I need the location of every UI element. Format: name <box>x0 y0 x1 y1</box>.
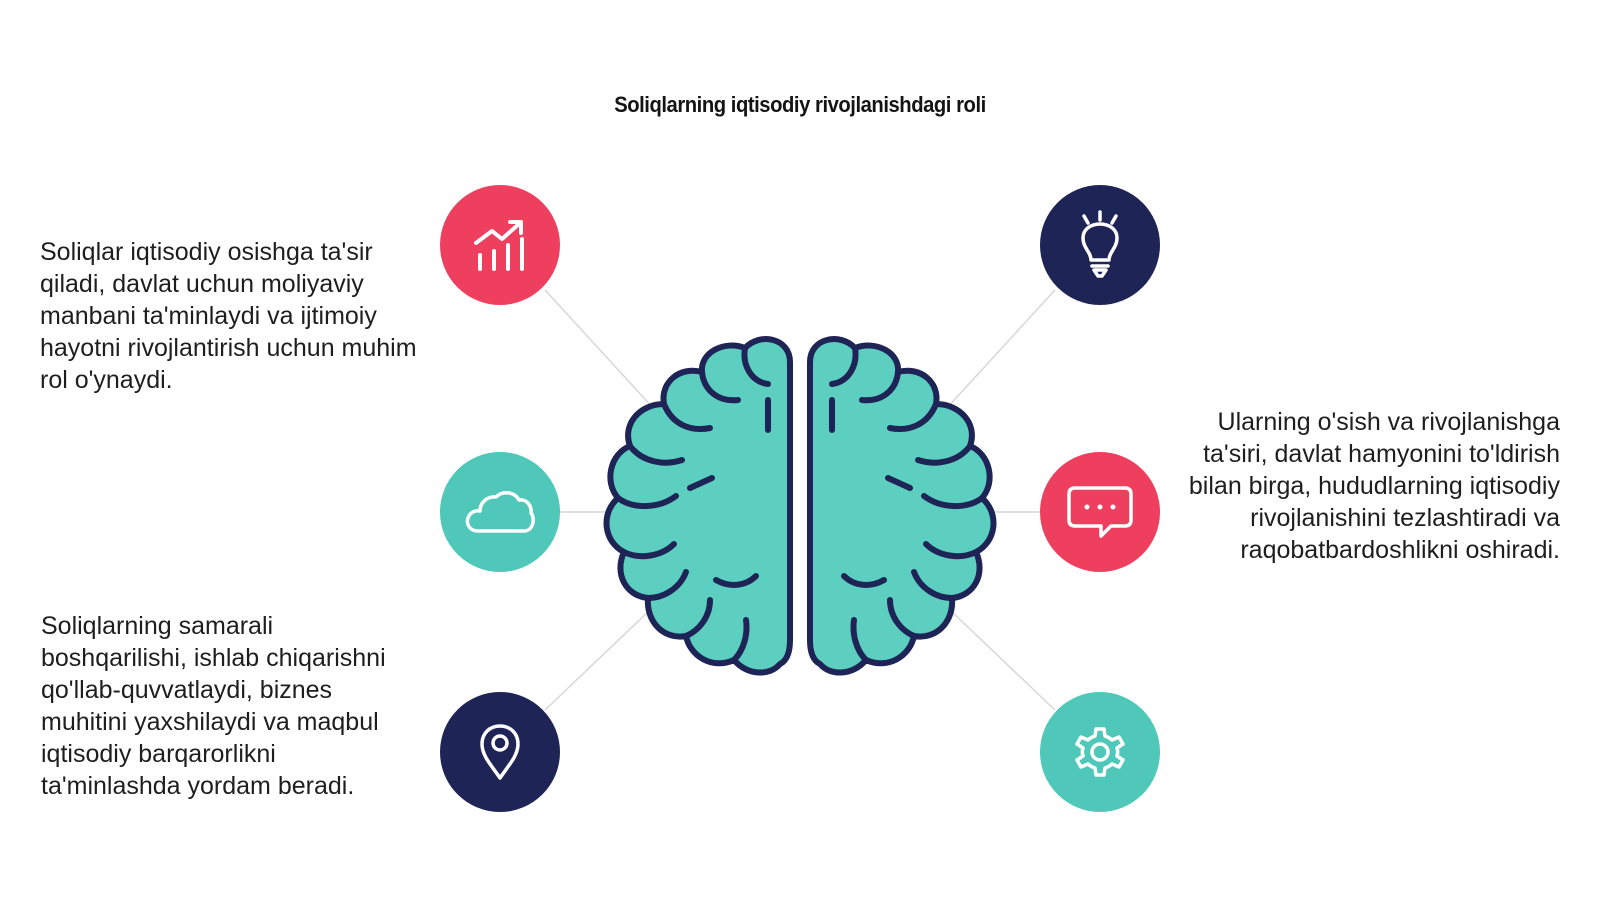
text-right: Ularning o'sish va rivojlanishga ta'siri… <box>1188 408 1560 564</box>
connector-bottom-right <box>949 609 1056 711</box>
location-pin-icon <box>480 724 520 780</box>
location-pin-circle <box>440 692 560 812</box>
lightbulb-circle <box>1040 185 1160 305</box>
chat-bubble-icon <box>1067 486 1133 538</box>
brain-icon <box>603 336 997 676</box>
growth-chart-circle <box>440 185 560 305</box>
connector-top-left <box>544 289 656 411</box>
chat-bubble-circle <box>1040 452 1160 572</box>
diagram-title: Soliqlarning iqtisodiy rivojlanishdagi r… <box>614 92 986 117</box>
connector-top-right <box>944 289 1056 411</box>
gear-circle <box>1040 692 1160 812</box>
text-top-left: Soliqlar iqtisodiy osishga ta'sir qiladi… <box>40 238 417 394</box>
cloud-circle <box>440 452 560 572</box>
gear-icon <box>1075 727 1125 777</box>
connector-bottom-left <box>544 609 651 711</box>
lightbulb-icon <box>1081 210 1119 278</box>
text-bottom-left: Soliqlarning samarali boshqarilishi, ish… <box>41 612 386 800</box>
growth-chart-icon <box>474 220 524 271</box>
cloud-icon <box>465 491 535 533</box>
connector-lines <box>544 289 1056 711</box>
